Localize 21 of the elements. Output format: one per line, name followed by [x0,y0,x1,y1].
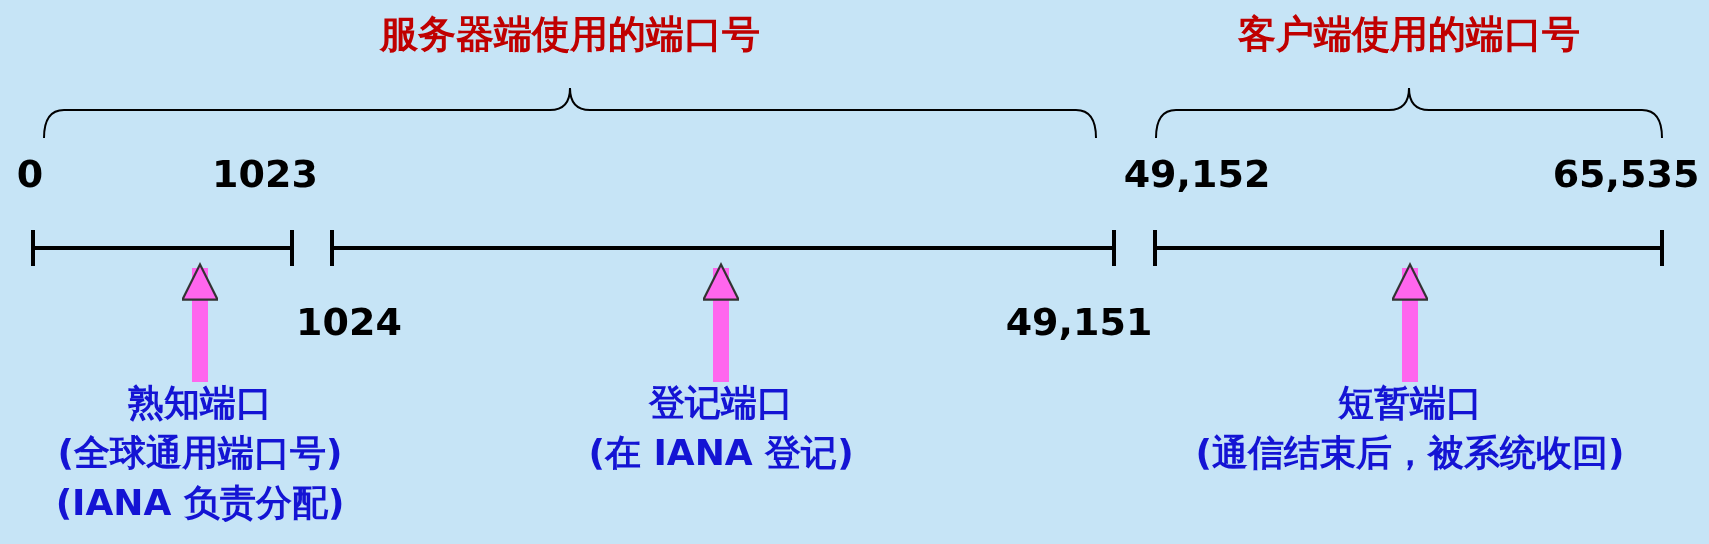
port-number: 49,152 [1123,152,1271,196]
port-category: 短暂端口 [1338,381,1482,425]
arrow [1391,263,1429,382]
arrow [702,263,740,382]
section-heading: 服务器端使用的端口号 [380,12,760,56]
port-description: (通信结束后，被系统收回) [1195,431,1625,475]
port-description: (全球通用端口号) [57,431,343,475]
port-description: (IANA 负责分配) [55,481,345,525]
port-number: 1023 [212,152,318,196]
section-heading: 客户端使用的端口号 [1238,12,1580,56]
port-number: 0 [16,152,44,196]
port-category: 熟知端口 [128,381,272,425]
port-number: 65,535 [1552,152,1700,196]
range-bar [1153,230,1664,266]
port-number: 1024 [296,300,402,344]
range-bar [31,230,294,266]
arrow [181,263,219,382]
port-number: 49,151 [1005,300,1153,344]
port-description: (在 IANA 登记) [588,431,854,475]
range-bar [330,230,1116,266]
port-category: 登记端口 [649,381,793,425]
